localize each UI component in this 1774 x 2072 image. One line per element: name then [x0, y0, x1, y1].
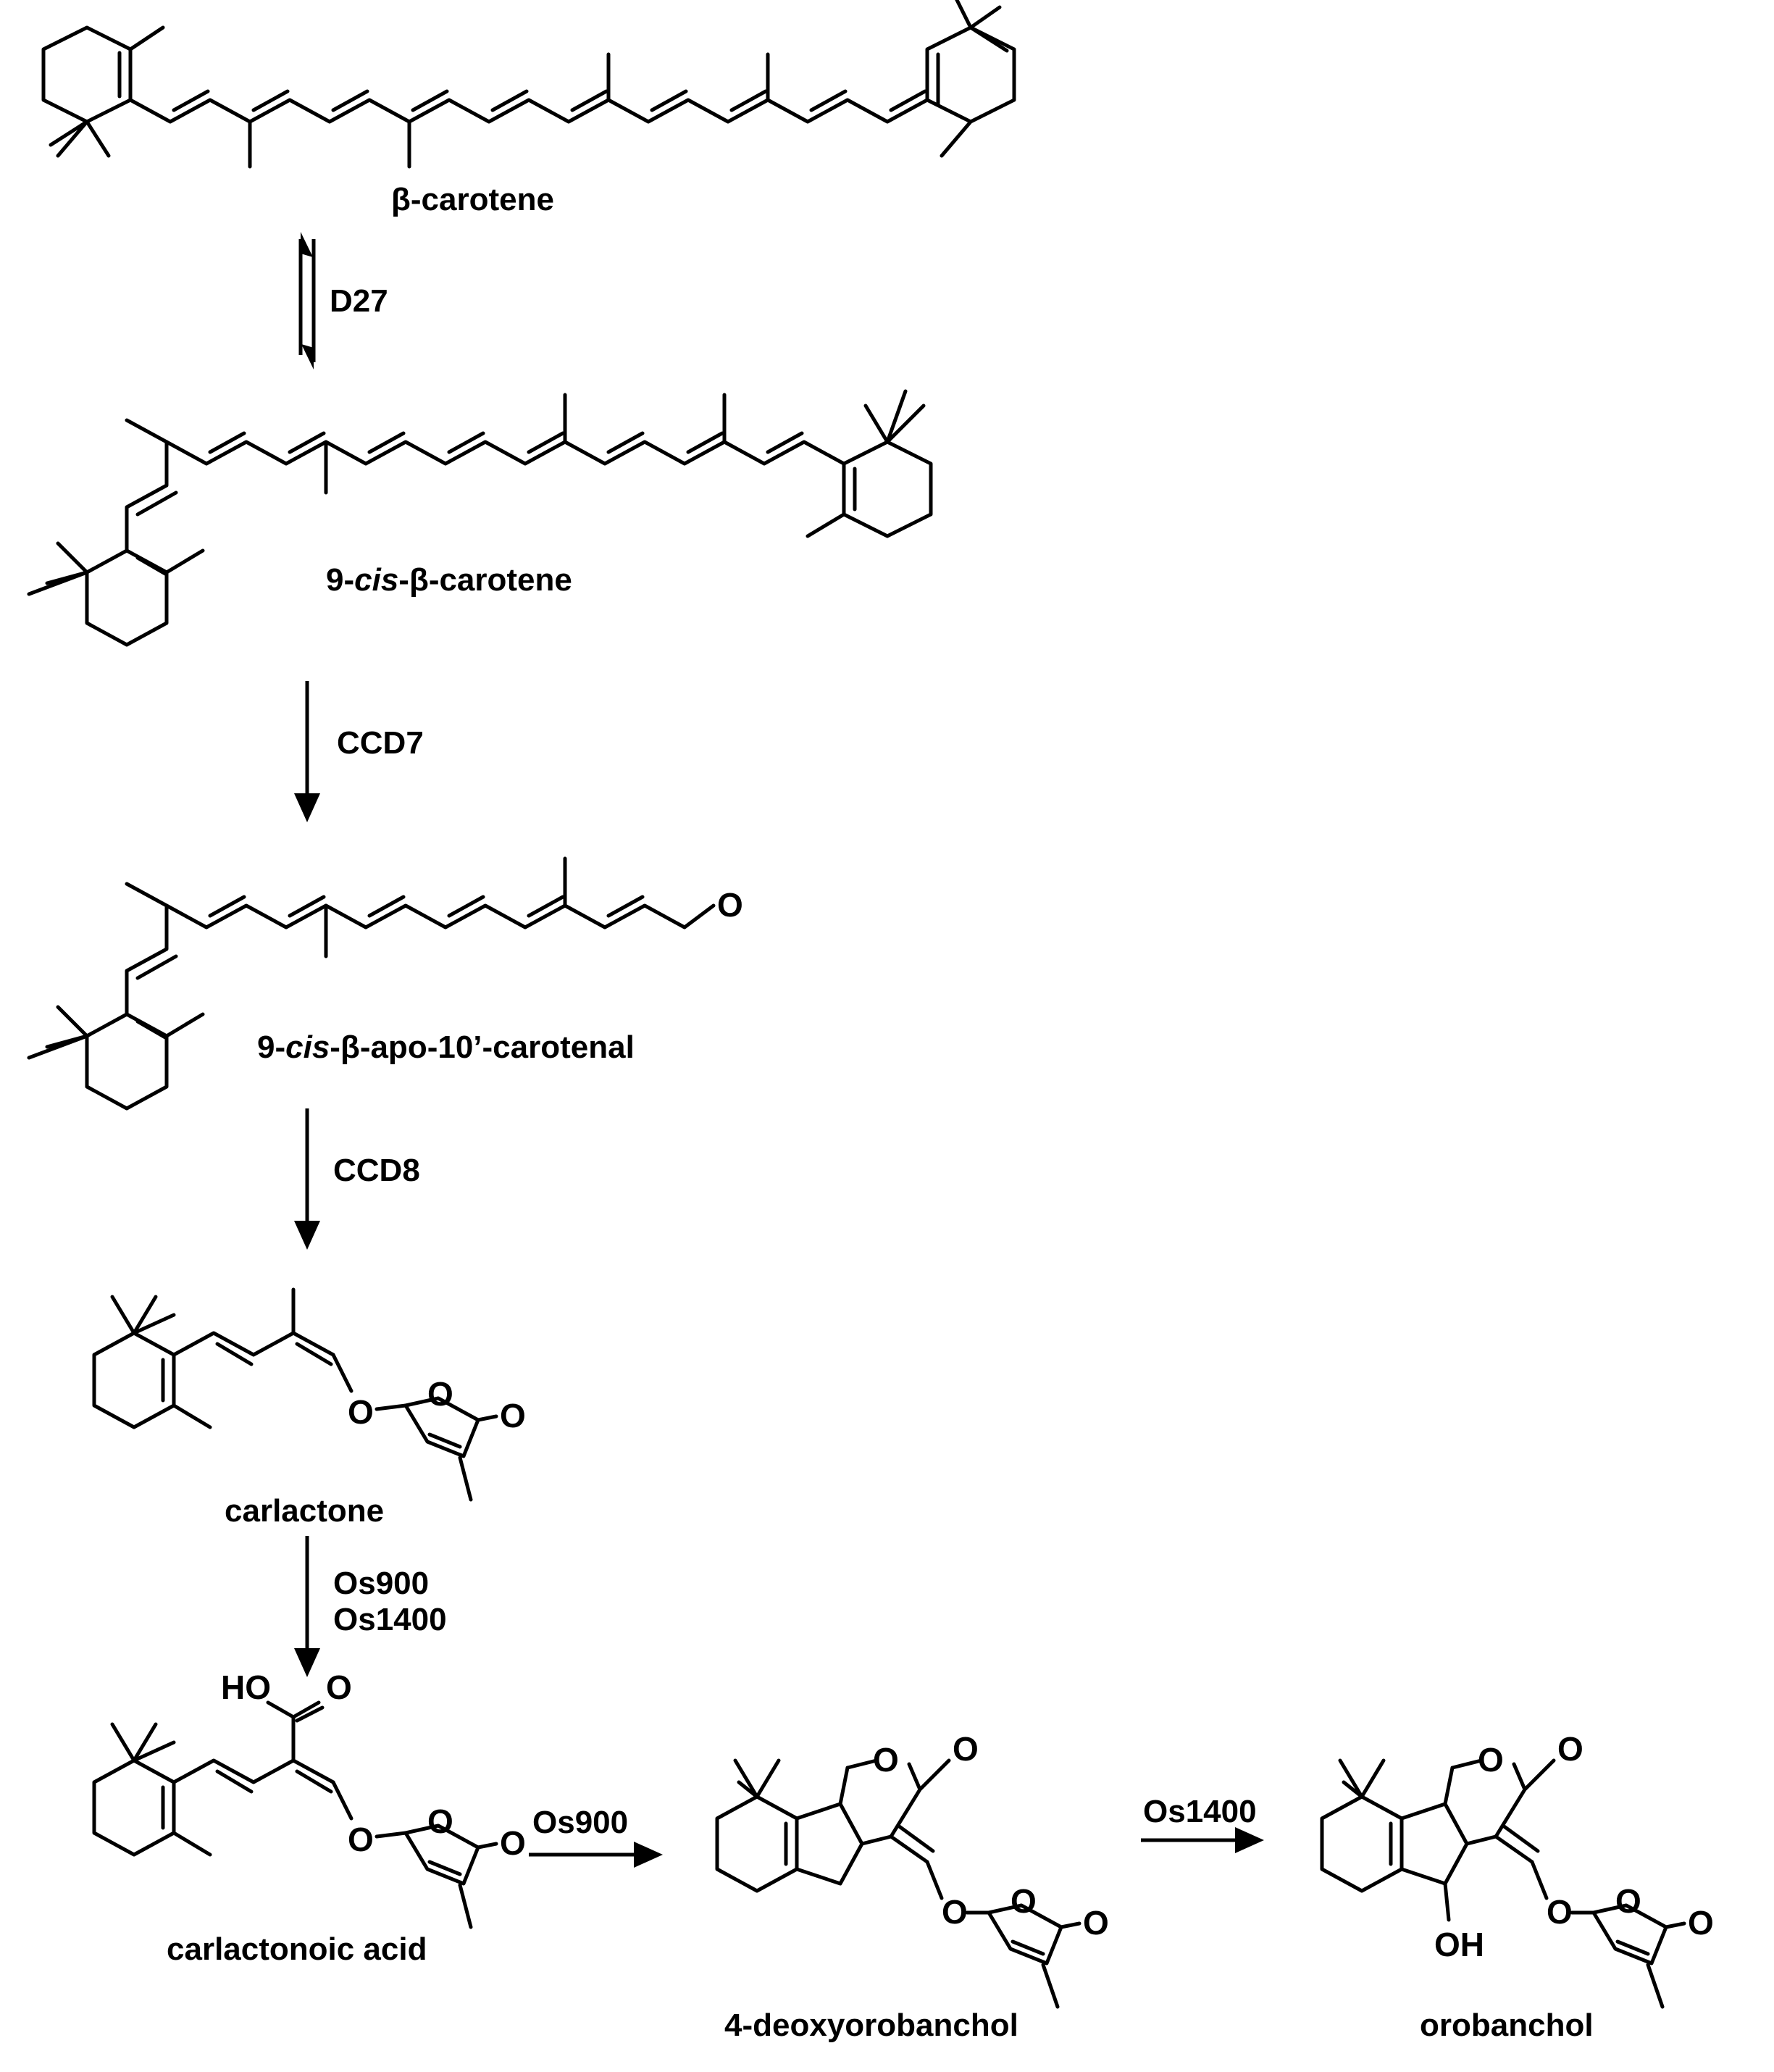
ring-oxygen-carlactonoic-acid: O	[427, 1802, 453, 1840]
structure-orobanchol	[1320, 1758, 1686, 2009]
enzyme-os1400: Os1400	[333, 1602, 447, 1637]
arrow-ccd7	[294, 681, 320, 822]
enzyme-ccd7: CCD7	[337, 725, 424, 761]
hydroxyl-carlactonoic-acid: HO	[221, 1668, 271, 1706]
carbonyl-oxygen-deoxyorobanchol: O	[1083, 1904, 1109, 1942]
ether-oxygen-carlactonoic-acid: O	[348, 1821, 374, 1858]
structure-carlactone	[92, 1287, 498, 1502]
structure-9-cis-beta-carotene	[27, 389, 933, 647]
ring-oxygen-deoxyorobanchol: O	[1011, 1882, 1037, 1920]
enzyme-ccd8: CCD8	[333, 1153, 420, 1188]
carbonyl-oxygen-carlactonoic-acid: O	[500, 1824, 526, 1862]
label-4-deoxyorobanchol: 4-deoxyorobanchol	[724, 2008, 1018, 2043]
hydroxyl-orobanchol: OH	[1434, 1926, 1484, 1963]
arrow-os900-horizontal	[529, 1842, 663, 1868]
ether-oxygen-orobanchol: O	[1547, 1893, 1573, 1931]
label-carlactone: carlactone	[225, 1493, 384, 1529]
ring-oxygen-carlactone: O	[427, 1375, 453, 1413]
carbonyl-oxygen-carlactone: O	[500, 1397, 526, 1434]
arrow-d27-equilibrium	[298, 232, 316, 369]
structure-carlactonoic-acid	[92, 1700, 498, 1929]
label-beta-carotene: β-carotene	[391, 182, 554, 217]
label-9-cis-apo-carotenal: 9-cis-β-apo-10’-carotenal	[257, 1029, 635, 1065]
enzyme-os900-step5: Os900	[532, 1805, 628, 1840]
enzyme-os1400-step6: Os1400	[1143, 1794, 1257, 1829]
arrow-ccd8	[294, 1108, 320, 1250]
enzyme-d27: D27	[330, 283, 388, 319]
lactone-carbonyl-orobanchol: O	[1557, 1730, 1583, 1768]
structure-4-deoxyorobanchol	[715, 1758, 1081, 2009]
carbonyl-oxygen-orobanchol: O	[1688, 1904, 1714, 1942]
lactone-oxygen-orobanchol: O	[1478, 1741, 1504, 1779]
label-carlactonoic-acid: carlactonoic acid	[167, 1931, 427, 1967]
lactone-oxygen-deoxyorobanchol: O	[873, 1741, 899, 1779]
carbonyl-oxygen-carotenal: O	[717, 886, 743, 924]
label-9-cis-beta-carotene: 9-cis-β-carotene	[326, 562, 572, 598]
ring-oxygen-orobanchol: O	[1615, 1882, 1641, 1920]
arrow-os1400-horizontal	[1141, 1827, 1264, 1853]
ether-oxygen-deoxyorobanchol: O	[942, 1893, 968, 1931]
acid-carbonyl-oxygen: O	[326, 1668, 352, 1706]
enzyme-os900: Os900	[333, 1566, 429, 1601]
arrow-os900-os1400	[294, 1536, 320, 1677]
lactone-carbonyl-deoxyorobanchol: O	[953, 1730, 979, 1768]
ether-oxygen-carlactone: O	[348, 1393, 374, 1431]
structure-9-cis-apo-carotenal	[27, 856, 716, 1111]
label-orobanchol: orobanchol	[1420, 2008, 1594, 2043]
structure-beta-carotene	[41, 0, 1016, 169]
